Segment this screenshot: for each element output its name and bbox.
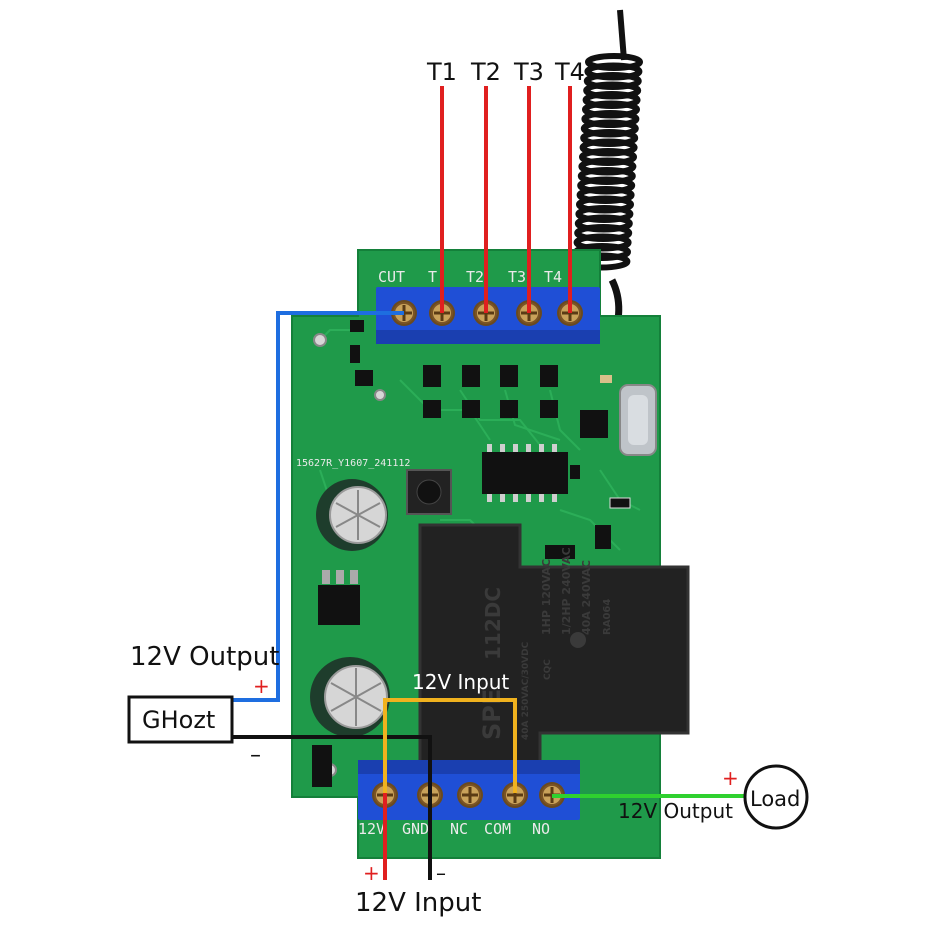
top-terminal-silk-label: CUT bbox=[378, 268, 405, 286]
bottom-terminal-silk-label: 12V bbox=[358, 820, 385, 838]
trigger-label-t3: T3 bbox=[513, 58, 544, 86]
relay-rating-3: 1/2HP 240VAC bbox=[560, 547, 573, 635]
top-terminal-silk-label: T2 bbox=[466, 268, 484, 286]
blue-output-wire bbox=[232, 311, 404, 702]
black-ground-wire bbox=[232, 735, 432, 880]
trigger-label-t4: T4 bbox=[554, 58, 585, 86]
bottom-terminal-silk-label: COM bbox=[484, 820, 511, 838]
load-label: Load bbox=[750, 787, 800, 811]
trigger-wires bbox=[440, 86, 572, 313]
bottom-plus-sign: + bbox=[363, 861, 380, 885]
left-output-label: 12V Output bbox=[130, 642, 279, 672]
mid-input-label: 12V Input bbox=[412, 670, 509, 694]
bottom-terminal-block: 12V GND NC COM NO bbox=[358, 760, 580, 838]
relay-rating-2: 1HP 120VAC bbox=[540, 559, 553, 635]
capacitor-upper bbox=[316, 479, 388, 551]
top-terminal-silk-label: T4 bbox=[544, 268, 562, 286]
relay-code: RA064 bbox=[602, 599, 613, 635]
board-model-text: 15627R_Y1607_241112 bbox=[296, 458, 410, 469]
bottom-terminal-silk-label: NC bbox=[450, 820, 468, 838]
bottom-terminal-silk-label: NO bbox=[532, 820, 550, 838]
relay-cert: CQC bbox=[543, 659, 553, 680]
relay-rating-1: 40A 250VAC/30VDC bbox=[521, 641, 531, 740]
bottom-terminal-screw bbox=[457, 782, 483, 808]
top-terminal-silk-label: T bbox=[428, 268, 437, 286]
right-plus-sign: + bbox=[722, 766, 739, 790]
relay-model: 112DC bbox=[481, 587, 505, 660]
smd-components bbox=[312, 320, 657, 787]
trigger-label-t1: T1 bbox=[426, 58, 457, 86]
capacitor-lower bbox=[310, 657, 390, 737]
trigger-label-t2: T2 bbox=[470, 58, 501, 86]
antenna bbox=[572, 9, 643, 347]
relay-brand: SPE bbox=[478, 689, 506, 740]
relay-rating-4: 40A 240VAC bbox=[580, 560, 593, 635]
top-terminal-silk-label: T3 bbox=[508, 268, 526, 286]
bottom-minus-sign: – bbox=[436, 861, 446, 885]
device-box bbox=[127, 695, 234, 744]
left-minus-sign: – bbox=[250, 743, 261, 768]
bottom-input-label: 12V Input bbox=[355, 888, 481, 918]
orange-jumper-wire bbox=[383, 698, 517, 793]
relay: 112DC SPE 40A 250VAC/30VDC 1HP 120VAC 1/… bbox=[418, 523, 690, 799]
device-box-label: GHozt bbox=[142, 706, 215, 734]
right-output-label: 12V Output bbox=[618, 799, 733, 823]
bottom-terminal-screw bbox=[502, 782, 528, 808]
load-circle bbox=[743, 764, 809, 830]
bottom-terminal-silk-label: GND bbox=[402, 820, 429, 838]
left-plus-sign: + bbox=[253, 674, 270, 698]
